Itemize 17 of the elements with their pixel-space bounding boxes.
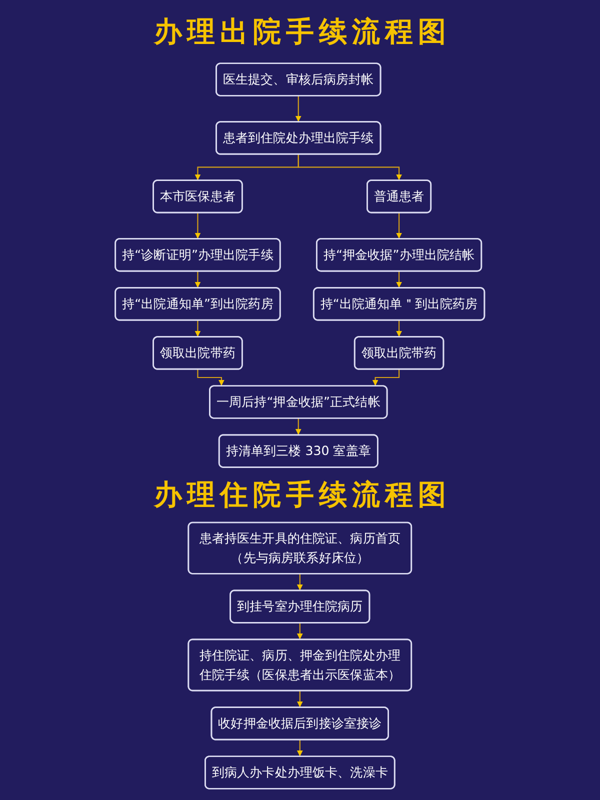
- arrow: [372, 369, 400, 386]
- arrow: [296, 418, 302, 435]
- arrow: [396, 212, 402, 239]
- arrow: [298, 154, 402, 180]
- arrow: [297, 690, 303, 708]
- arrow: [194, 212, 201, 239]
- arrow: [194, 320, 201, 337]
- arrow: [296, 96, 302, 122]
- chart-title: 办理出院手续流程图: [152, 14, 451, 50]
- arrow: [297, 574, 303, 590]
- arrow: [297, 622, 303, 640]
- arrow: [396, 271, 402, 288]
- arrow: [396, 320, 402, 337]
- arrow: [194, 271, 201, 288]
- arrow: [297, 740, 303, 756]
- section-heading: 办理住院手续流程图: [152, 476, 451, 513]
- arrow: [197, 369, 224, 386]
